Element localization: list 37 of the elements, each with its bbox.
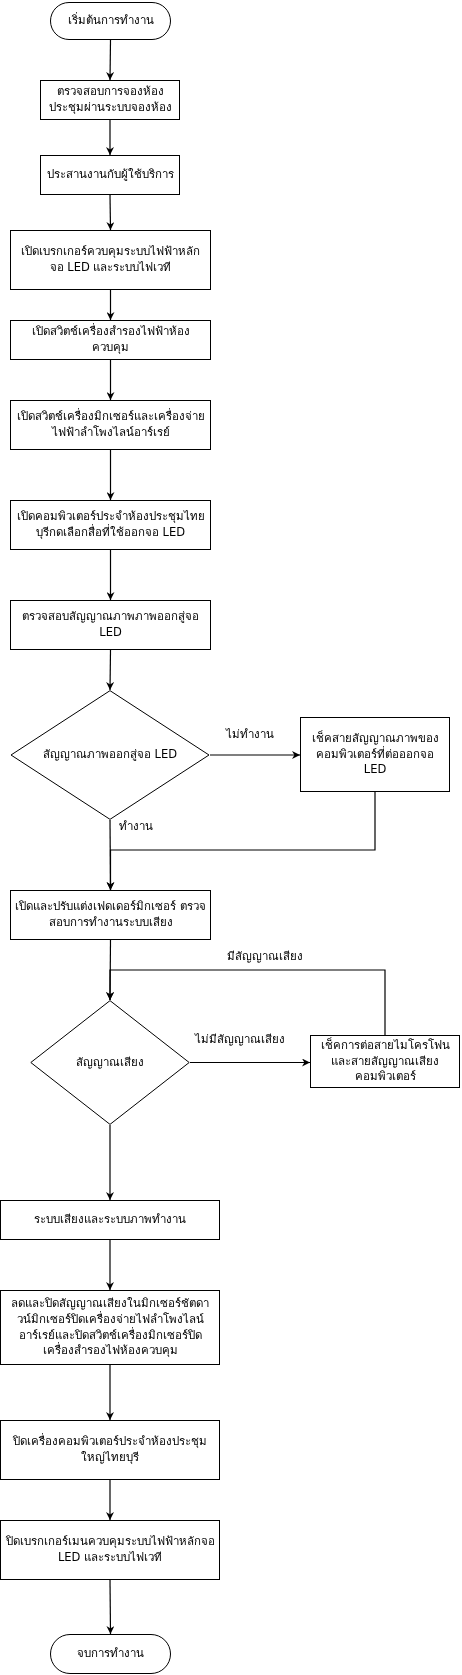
arrow — [106, 194, 115, 231]
process-box: ปิดเครื่องคอมพิวเตอร์ประจำห้องประชุมใหญ่ไทยบุรี — [0, 1420, 220, 1480]
process-box: เช็คสายสัญญาณภาพของคอมพิวเตอร์ที่ต่อออกจอ LED — [300, 717, 450, 792]
edge-label: มีสัญญาณเสียง — [226, 947, 304, 965]
arrow — [106, 549, 115, 601]
process-box: เปิดคอมพิวเตอร์ประจำห้องประชุมไทยบุรีกดเลือกสื่อที่ใช้ออกจอ LED — [10, 500, 211, 550]
arrow — [106, 1239, 114, 1291]
arrow — [106, 1479, 114, 1521]
arrow — [106, 39, 115, 81]
process-box: ตรวจสอบการจองห้องประชุมผ่านระบบจองห้อง — [40, 80, 180, 120]
decision-diamond: สัญญาณภาพออกสู่จอ LED — [10, 690, 210, 820]
process-box: ลดและปิดสัญญาณเสียงในมิกเซอร์ชัตดาวน์มิกเซอร์ปิดเครื่องจ่ายไฟลำโพงไลน์อาร์เรย์และปิดสวิตช์เครื่องมิกเซอร์ปิดเครื่องสำรองไฟห้องควบคุม — [0, 1290, 220, 1365]
process-box: ตรวจสอบสัญญาณภาพภาพออกสู่จอ LED — [10, 600, 211, 650]
arrow — [106, 1124, 114, 1201]
arrow — [106, 289, 115, 321]
arrow — [106, 119, 114, 156]
process-box: เช็คการต่อสายไมโครโฟนและสายสัญญาณเสียงคอมพิวเตอร์ — [310, 1035, 460, 1088]
arrow — [106, 1579, 115, 1635]
process-box: เปิดและปรับแต่งเฟดเดอร์มิกเซอร์ ตรวจสอบการทำงานระบบเสียง — [10, 890, 211, 940]
arrow — [106, 969, 386, 1036]
terminator-box: เริ่มต้นการทำงาน — [50, 2, 171, 40]
process-box: ปิดเบรกเกอร์เมนควบคุมระบบไฟฟ้าหลักจอ LED และระบบไฟเวที — [0, 1520, 220, 1580]
process-box: ประสานงานกับผู้ใช้บริการ — [40, 155, 180, 195]
arrow — [189, 1058, 311, 1067]
arrow — [106, 449, 115, 501]
arrow — [209, 751, 301, 759]
decision-diamond: สัญญาณเสียง — [30, 1000, 190, 1125]
arrow — [106, 649, 115, 691]
edge-label: ไม่มีสัญญาณเสียง — [194, 1030, 286, 1048]
terminator-box: จบการทำงาน — [50, 1634, 171, 1674]
process-box: ระบบเสียงและระบบภาพทำงาน — [0, 1200, 220, 1240]
arrow — [106, 1364, 114, 1421]
process-box: เปิดสวิตช์เครื่องสำรองไฟฟ้าห้องควบคุม — [10, 320, 211, 360]
process-box: เปิดสวิตช์เครื่องมิกเซอร์และเครื่องจ่ายไฟฟ้าลำโพงไลน์อาร์เรย์ — [10, 400, 211, 450]
arrow — [106, 791, 376, 891]
process-box: เปิดเบรกเกอร์ควบคุมระบบไฟฟ้าหลักจอ LED และระบบไฟเวที — [10, 230, 211, 290]
arrow — [106, 359, 115, 401]
